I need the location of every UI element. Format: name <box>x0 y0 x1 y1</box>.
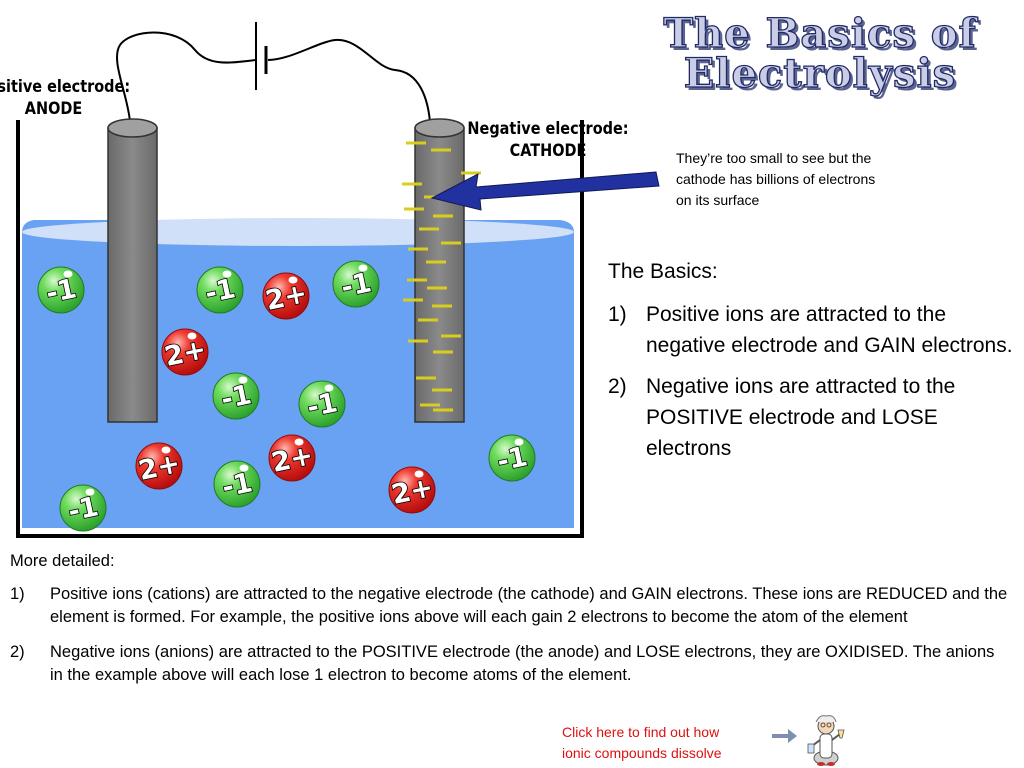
list-number: 1) <box>608 303 627 326</box>
wire-left <box>116 31 257 123</box>
list-item: 1) Positive ions are attracted to the ne… <box>608 299 1018 361</box>
list-number: 1) <box>10 585 25 603</box>
cathode-label-line-1: Negative electrode: <box>467 119 629 139</box>
cathode-label-line-2: CATHODE <box>509 141 587 161</box>
details-section: More detailed: 1) Positive ions (cations… <box>10 550 1010 699</box>
negative-ion: -1 <box>298 380 346 428</box>
negative-ion: -1 <box>212 372 260 420</box>
negative-ion: -1 <box>213 460 261 508</box>
positive-ion: 2+ <box>388 466 437 514</box>
cathode-electrode <box>414 118 465 423</box>
negative-ion: -1 <box>59 484 107 532</box>
page-title: The Basics of Electrolysis <box>620 10 1020 97</box>
ion-label: -1 <box>218 379 254 416</box>
ion-label: -1 <box>43 273 79 310</box>
positive-ion: 2+ <box>268 434 317 482</box>
link-line-1[interactable]: Click here to find out how <box>562 724 720 740</box>
scientist-figure <box>807 715 845 766</box>
positive-ion: 2+ <box>161 328 210 376</box>
ionic-compounds-link[interactable]: Click here to find out how ionic compoun… <box>562 722 762 764</box>
wire-right <box>267 38 431 123</box>
anode-label-line-1: Positive electrode: <box>0 77 131 97</box>
ion-label: -1 <box>304 387 340 424</box>
solution-surface <box>22 218 574 246</box>
ion-label: -1 <box>338 267 374 304</box>
cathode-label: Negative electrode: CATHODE <box>463 118 633 162</box>
basics-section: The Basics: 1) Positive ions are attract… <box>608 256 1018 474</box>
list-text: Negative ions (anions) are attracted to … <box>50 643 995 684</box>
cathode-electrons <box>402 141 481 412</box>
link-arrow-icon[interactable] <box>772 729 797 743</box>
list-item: 1) Positive ions (cations) are attracted… <box>10 583 1010 629</box>
anode-electrode <box>107 118 158 423</box>
cathode-note: They’re too small to see but the cathode… <box>676 150 876 208</box>
right-arrow-icon <box>430 171 660 211</box>
negative-ion: -1 <box>196 266 244 314</box>
negative-ion: -1 <box>488 434 536 482</box>
anode-label-line-2: ANODE <box>24 99 83 119</box>
title-line-1: The Basics of <box>663 10 977 57</box>
negative-ion: -1 <box>332 260 380 308</box>
list-item: 2) Negative ions (anions) are attracted … <box>10 641 1010 687</box>
ion-label: -1 <box>202 273 238 310</box>
title-line-2: Electrolysis <box>683 50 957 97</box>
list-number: 2) <box>608 375 627 398</box>
list-text: Positive ions (cations) are attracted to… <box>50 585 1008 626</box>
basics-heading: The Basics: <box>608 260 718 283</box>
ion-label: -1 <box>65 491 101 528</box>
list-number: 2) <box>10 643 25 661</box>
solution <box>22 220 574 528</box>
ion-label: -1 <box>219 467 255 504</box>
link-line-2[interactable]: ionic compounds dissolve <box>562 745 722 761</box>
positive-ion: 2+ <box>135 442 184 490</box>
list-item: 2) Negative ions are attracted to the PO… <box>608 371 1018 464</box>
negative-ion: -1 <box>37 266 85 314</box>
ion-label: -1 <box>494 441 530 478</box>
beaker <box>16 120 584 538</box>
positive-ion: 2+ <box>262 272 311 320</box>
list-text: Negative ions are attracted to the POSIT… <box>646 375 956 460</box>
scientist-icon[interactable] <box>768 712 850 768</box>
details-heading: More detailed: <box>10 552 115 570</box>
anode-label: Positive electrode: ANODE <box>0 76 147 120</box>
list-text: Positive ions are attracted to the negat… <box>646 303 1013 357</box>
